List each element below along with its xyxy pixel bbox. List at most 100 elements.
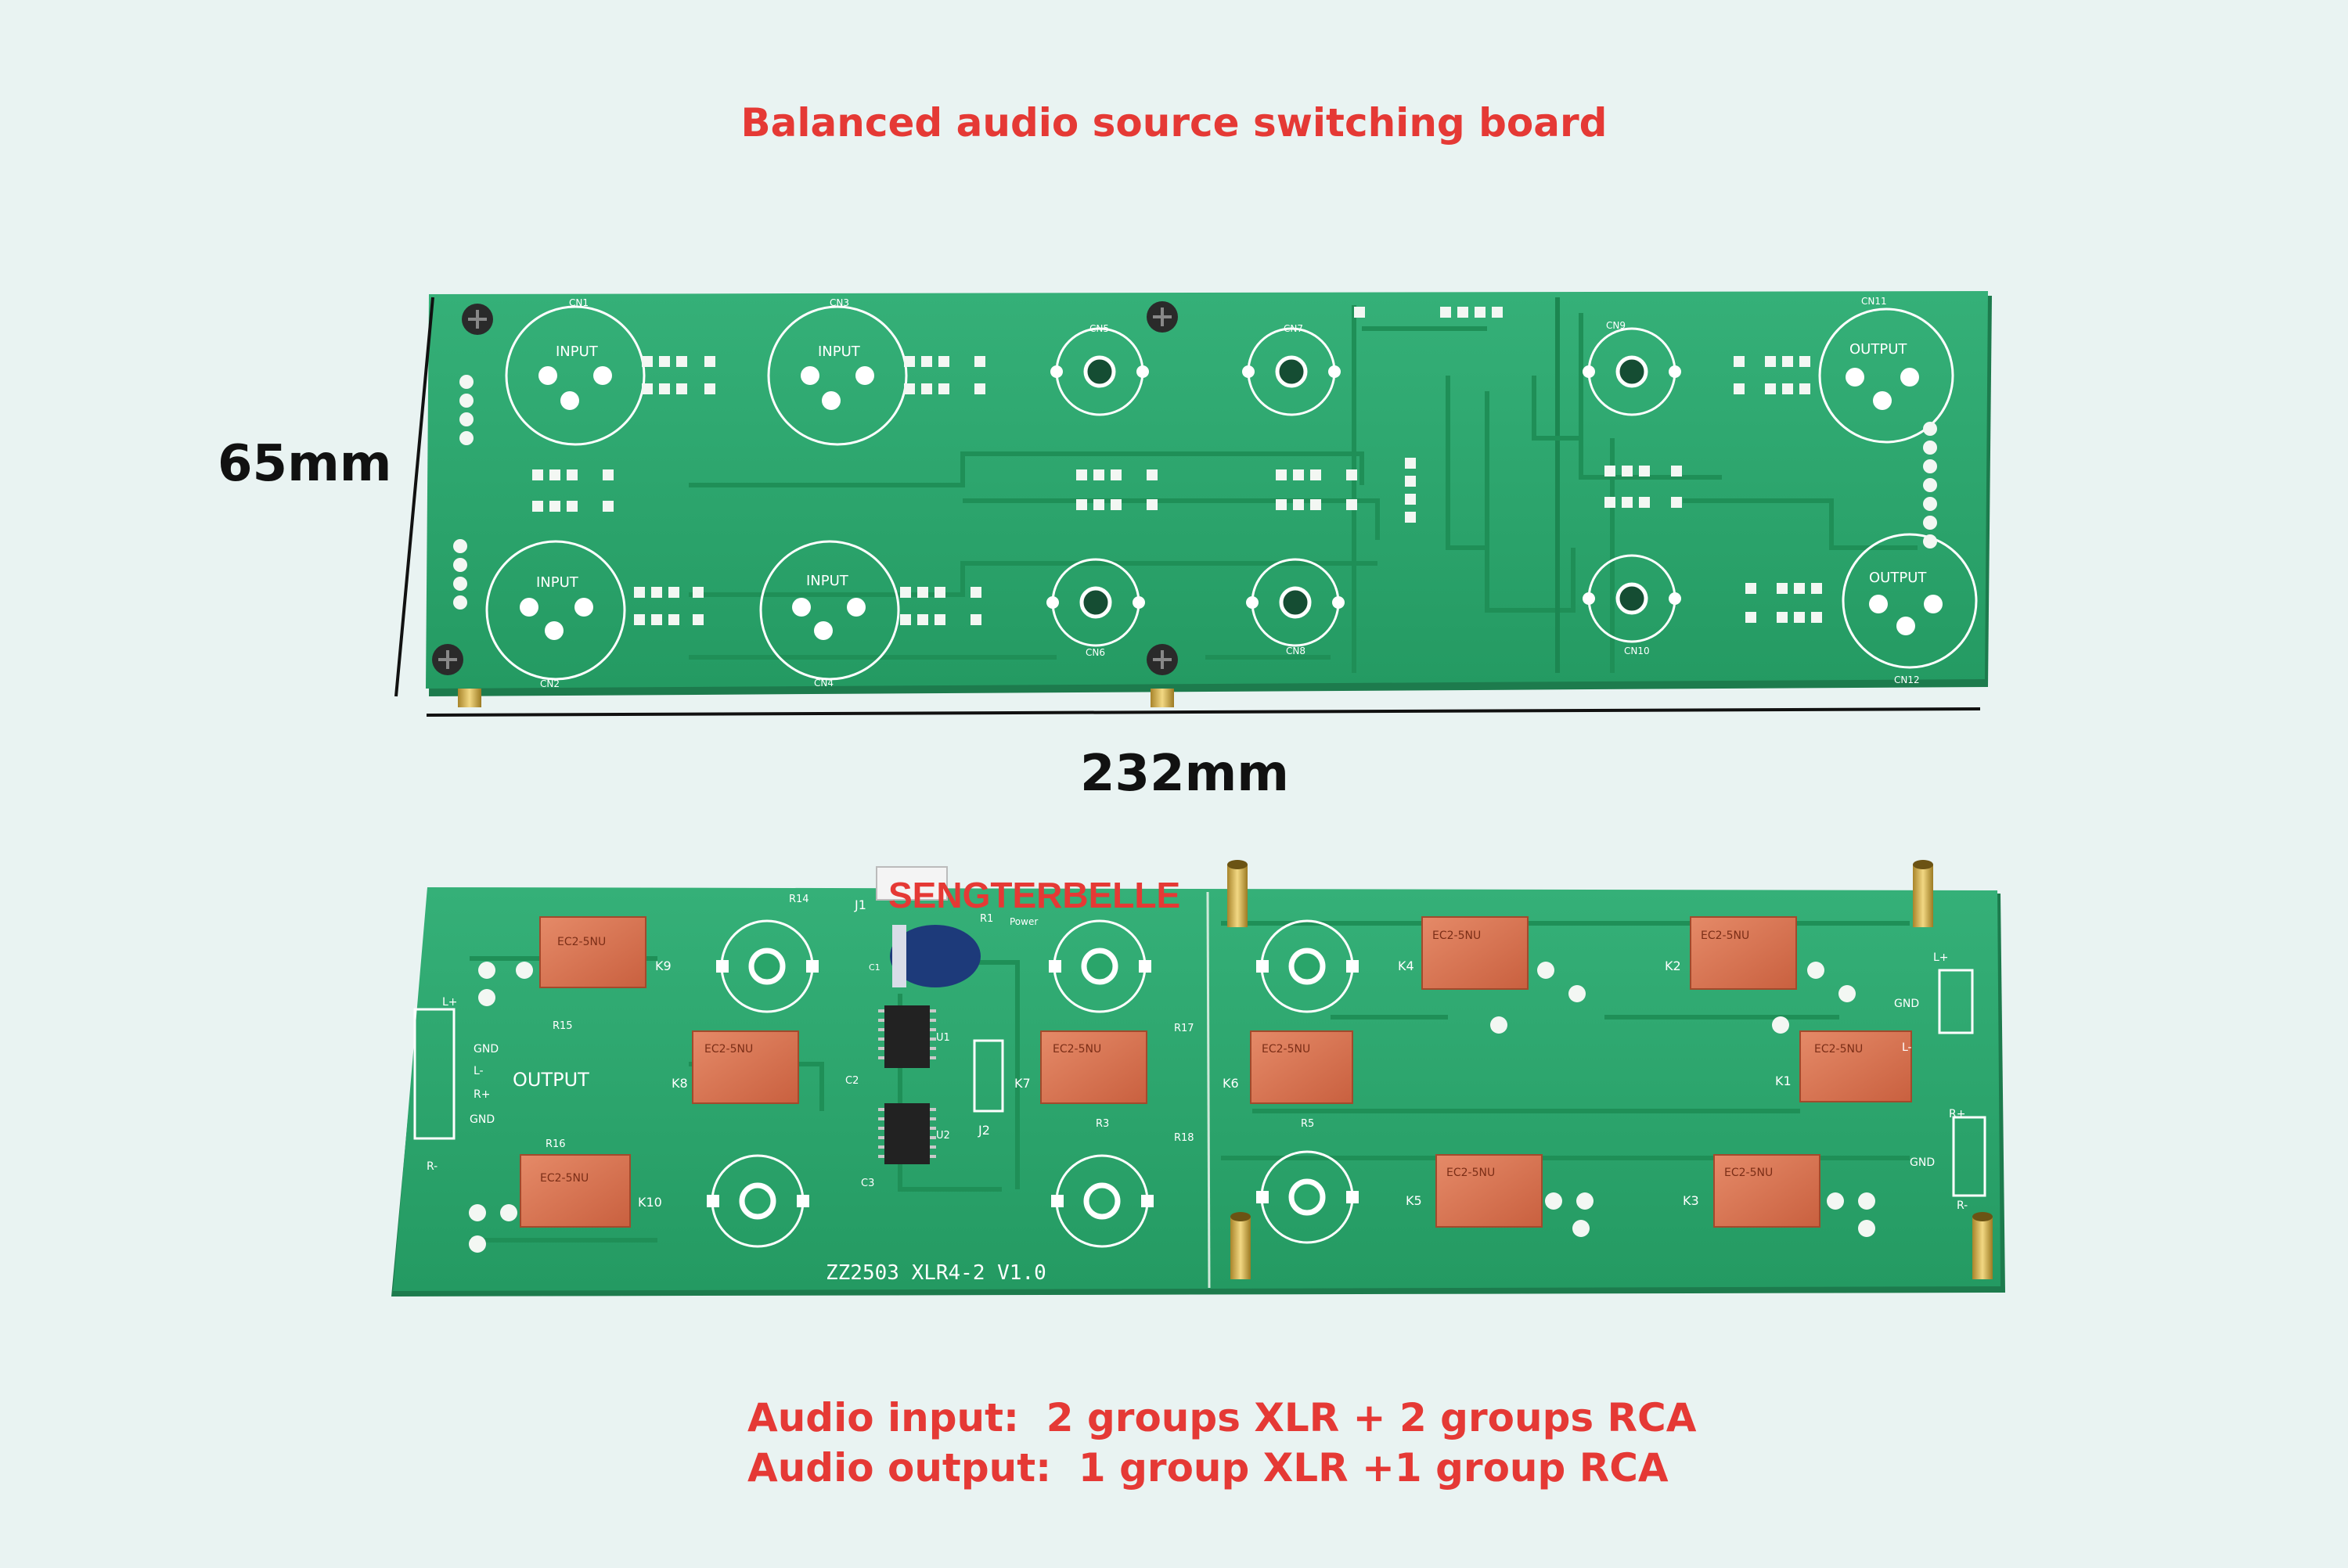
- standoff: [458, 689, 481, 707]
- relay-k2: EC2-5NU: [1690, 916, 1797, 990]
- label-input-3: INPUT: [536, 574, 579, 591]
- width-dimension-line: [426, 707, 1981, 717]
- brand-watermark: SENGTERBELLE: [888, 875, 1181, 915]
- capacitor-stripe: [892, 925, 906, 987]
- xlr-footprints: [485, 305, 1978, 681]
- bottom-silkscreen: OUTPUT ZZ2503 XLR4-2 V1.0 L+ GND L- R+ G…: [427, 951, 1968, 1285]
- relay-k10-mark: EC2-5NU: [540, 1172, 589, 1185]
- label-k10: K10: [638, 1195, 662, 1210]
- label-rplus: R+: [474, 1088, 490, 1101]
- label-r5: R5: [1301, 1118, 1314, 1130]
- top-board: INPUT INPUT INPUT INPUT OUTPUT OUTPUT CN…: [426, 291, 1992, 707]
- relay-k9-mark: EC2-5NU: [557, 936, 606, 948]
- label-cn2: CN2: [540, 678, 560, 689]
- relay-k7-mark: EC2-5NU: [1053, 1043, 1101, 1056]
- standoff: [1151, 689, 1174, 707]
- label-k4: K4: [1398, 958, 1414, 973]
- height-dimension: 65mm: [218, 435, 392, 493]
- label-r1: R1: [980, 913, 993, 925]
- relay-k3-mark: EC2-5NU: [1724, 1167, 1773, 1179]
- relay-k10: EC2-5NU: [520, 1154, 631, 1228]
- label-cn3: CN3: [830, 297, 849, 308]
- label-k1: K1: [1775, 1074, 1792, 1088]
- page-title: Balanced audio source switching board: [740, 100, 1608, 146]
- label-k5: K5: [1406, 1193, 1422, 1208]
- label-cn11: CN11: [1861, 296, 1887, 307]
- label-output: OUTPUT: [513, 1069, 589, 1091]
- label-cn8: CN8: [1286, 646, 1305, 656]
- height-dimension-line: [394, 297, 434, 697]
- label-rplus-right: R+: [1949, 1108, 1965, 1120]
- label-j2: J2: [978, 1123, 990, 1138]
- top-board-surface: [426, 291, 1988, 689]
- label-r16: R16: [546, 1138, 566, 1150]
- relay-k6-mark: EC2-5NU: [1262, 1043, 1310, 1056]
- label-gnd-right: GND: [1894, 998, 1919, 1010]
- relay-k4-mark: EC2-5NU: [1432, 930, 1481, 942]
- label-output-1: OUTPUT: [1849, 341, 1907, 358]
- label-u1: U1: [936, 1032, 950, 1044]
- top-silkscreen: INPUT INPUT INPUT INPUT OUTPUT OUTPUT: [536, 341, 1927, 591]
- label-r14: R14: [789, 894, 809, 905]
- label-r15: R15: [553, 1020, 573, 1032]
- bottom-board: EC2-5NU EC2-5NU EC2-5NU EC2-5NU EC2-5NU …: [391, 860, 2005, 1296]
- component-labels: K9 K8 K10 K7 K6 K4 K2 K1 K5 K3 J1 J2 U1 …: [546, 894, 1792, 1210]
- ic-u2: [884, 1103, 930, 1164]
- label-r17: R17: [1174, 1023, 1194, 1034]
- label-j1: J1: [854, 897, 866, 912]
- label-gnd-right-2: GND: [1910, 1156, 1935, 1169]
- label-lminus-right: L-: [1902, 1041, 1912, 1054]
- relay-k4: EC2-5NU: [1421, 916, 1529, 990]
- label-power: Power: [1010, 916, 1038, 927]
- relay-k8-mark: EC2-5NU: [704, 1043, 753, 1056]
- label-k6: K6: [1223, 1076, 1239, 1091]
- copper-traces: [689, 297, 1918, 673]
- edge-pads: [453, 375, 1937, 610]
- bottom-rca-footprints: [707, 919, 1359, 1248]
- label-u2: U2: [936, 1130, 950, 1142]
- label-k8: K8: [672, 1076, 688, 1091]
- label-k2: K2: [1665, 958, 1681, 973]
- ic-u1: [884, 1005, 930, 1068]
- label-input-1: INPUT: [556, 343, 599, 360]
- ics: [878, 1005, 936, 1164]
- label-r3: R3: [1096, 1118, 1109, 1130]
- board-split-line: [1206, 891, 1211, 1289]
- xlr-pins: [520, 366, 1943, 640]
- label-c3: C3: [861, 1178, 874, 1189]
- dimension-lines: [394, 297, 1981, 717]
- spec-output: Audio output: 1 group XLR +1 group RCA: [747, 1445, 1669, 1491]
- relay-k5: EC2-5NU: [1435, 1154, 1543, 1228]
- specs-caption: Audio input: 2 groups XLR + 2 groups RCA…: [747, 1393, 1696, 1493]
- label-cn7: CN7: [1284, 323, 1303, 334]
- solder-pads: [532, 307, 1822, 625]
- label-r18: R18: [1174, 1132, 1194, 1144]
- label-input-4: INPUT: [806, 573, 849, 589]
- electrolytic-capacitor: [890, 925, 981, 987]
- spec-input: Audio input: 2 groups XLR + 2 groups RCA: [747, 1395, 1697, 1440]
- width-dimension: 232mm: [1080, 745, 1289, 803]
- screws: [432, 301, 1178, 675]
- label-lminus: L-: [474, 1065, 484, 1077]
- relay-k6: EC2-5NU: [1250, 1030, 1353, 1104]
- label-input-2: INPUT: [818, 343, 861, 360]
- top-connector-labels: CN1 CN2 CN3 CN4 CN5 CN6 CN7 CN8 CN9 CN10…: [540, 296, 1920, 689]
- label-cn12: CN12: [1894, 674, 1920, 685]
- label-cn1: CN1: [569, 297, 589, 308]
- label-rminus-right: R-: [1957, 1199, 1968, 1212]
- label-rminus: R-: [427, 1160, 438, 1173]
- relay-k1: EC2-5NU: [1799, 1030, 1912, 1102]
- brass-standoffs: [1227, 860, 1993, 1279]
- relay-k8: EC2-5NU: [692, 1030, 799, 1104]
- label-cn4: CN4: [814, 678, 834, 689]
- relay-k2-mark: EC2-5NU: [1701, 930, 1749, 942]
- label-lplus: L+: [442, 996, 458, 1009]
- connector-j1: [876, 866, 948, 901]
- relay-pins: [469, 962, 1875, 1253]
- label-cn10: CN10: [1624, 646, 1650, 656]
- label-c1: C1: [869, 962, 880, 973]
- label-cn9: CN9: [1606, 320, 1626, 331]
- label-cn5: CN5: [1089, 323, 1109, 334]
- relays: EC2-5NU EC2-5NU EC2-5NU EC2-5NU EC2-5NU …: [520, 916, 1912, 1228]
